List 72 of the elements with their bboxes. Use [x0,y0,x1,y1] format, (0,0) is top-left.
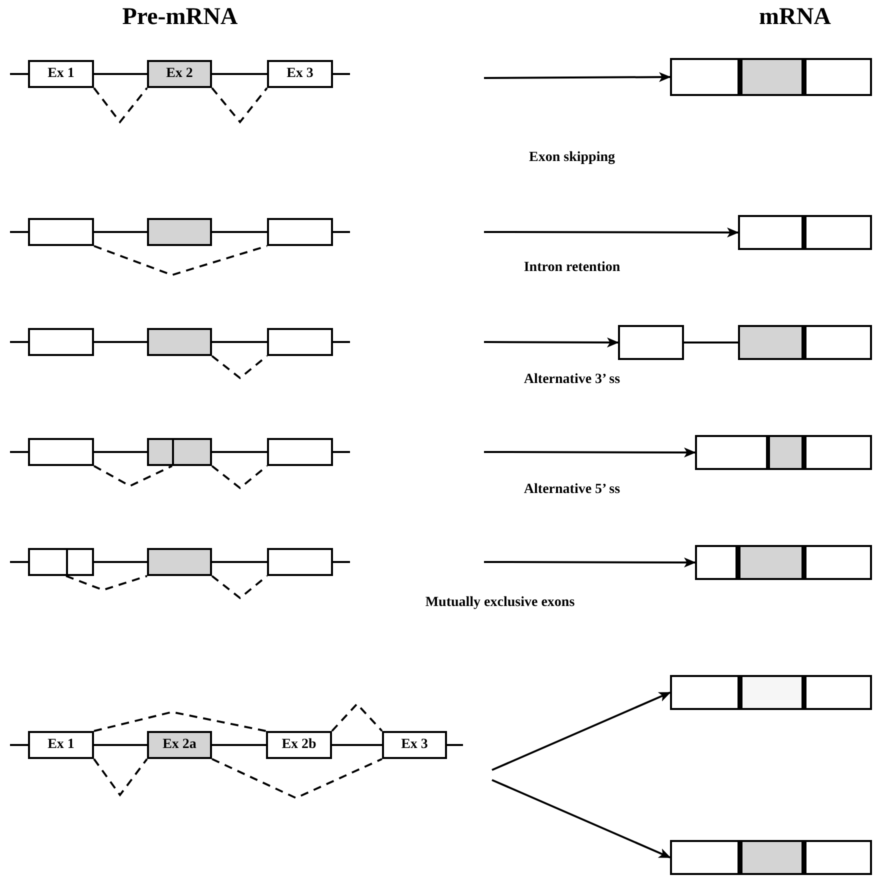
exon-box [147,548,212,576]
intron-line [212,73,267,75]
exon-box [28,60,94,88]
exon-box [267,328,333,356]
exon-box [28,438,94,466]
mrna-bar [695,435,872,470]
splice-line [94,245,268,276]
splice-line [211,465,268,490]
exon-label: Ex 1 [48,66,74,82]
exon-box [267,548,333,576]
exon-box [28,548,94,576]
mrna-bar [695,545,872,580]
intron-line [212,561,267,563]
arrow [484,337,619,348]
splice-line [93,758,148,797]
splice-line [94,465,172,488]
arrow [492,692,671,771]
mrna-bar [670,840,872,875]
splice-line [211,575,268,600]
process-label: Exon skipping [529,150,615,166]
intron-line [94,341,147,343]
exon-label: Ex 2a [162,737,196,753]
intron-line [94,451,147,453]
intron-line [212,341,267,343]
exon-box [28,218,94,246]
splice-line [331,702,383,732]
splice-line [211,87,268,124]
exon-box [267,438,333,466]
exon-box [147,731,212,759]
exon-label: Ex 3 [401,737,428,753]
process-label: Alternative 5’ ss [524,482,620,498]
intron-line [212,744,266,746]
exon-box [382,731,447,759]
exon-box [147,218,212,246]
intron-line [94,744,147,746]
exon-label: Ex 3 [286,66,314,82]
intron-line [212,231,267,233]
mrna-bar [618,325,872,360]
exon-box [147,328,212,356]
splice-line [211,355,268,380]
intron-line [212,451,267,453]
splice-line [93,87,148,124]
mrna-bar [670,58,872,96]
exon-label: Ex 2 [166,66,193,82]
splice-line [66,575,148,592]
arrow [492,779,671,858]
exon-box [147,60,212,88]
intron-line [94,73,147,75]
column-heading: Pre-mRNA [122,4,238,31]
process-label: Alternative 3’ ss [524,372,620,388]
intron-line [94,561,147,563]
splice-line [94,710,266,732]
process-label: Mutually exclusive exons [425,595,575,611]
intron-line [332,744,382,746]
splice-line [212,758,382,800]
exon-label: Ex 2b [282,737,316,753]
exon-label: Ex 1 [48,737,74,753]
mrna-bar [670,675,872,710]
exon-box [267,218,333,246]
mrna-bar [738,215,872,250]
exon-box [147,438,212,466]
process-label: Intron retention [524,260,620,276]
exon-box [28,328,94,356]
exon-box [267,60,333,88]
arrow [484,447,696,458]
arrow [484,72,671,82]
exon-box [28,731,94,759]
arrow [484,227,739,238]
intron-line [94,231,147,233]
exon-box [266,731,332,759]
arrow [484,557,696,568]
column-heading: mRNA [759,4,831,31]
